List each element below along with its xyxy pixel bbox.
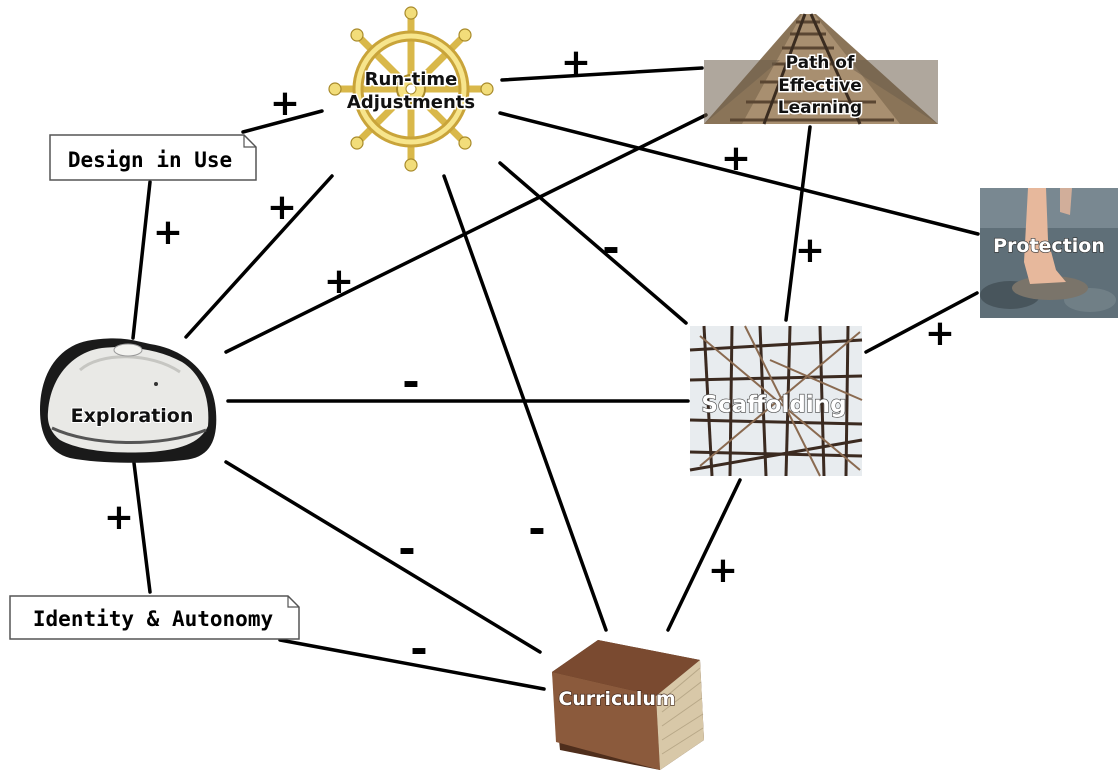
edge-path-scaffolding [784,125,812,322]
foot-on-stone-icon [980,188,1118,318]
sign-runtime-exploration: + [267,187,297,228]
edge-runtime-path [500,66,704,82]
edge-runtime-curriculum [442,174,608,632]
curriculum-label: Curriculum [558,688,675,710]
exploration-label: Exploration [71,405,194,427]
identity-autonomy-note[interactable]: Identity & Autonomy [9,595,300,640]
path-label-line1: Path of [786,53,855,73]
sign-path-exploration: + [324,261,354,302]
edge-exploration-curriculum [224,460,542,654]
scaffolding-label: Scaffolding [701,392,846,418]
runtime-label-line1: Run-time [365,69,458,90]
sign-designinuse-exploration: + [153,212,183,253]
path-of-effective-learning-node[interactable]: Path of Effective Learning [704,13,938,125]
sign-protection-scaffolding: + [925,313,955,354]
runtime-label-line2: Adjustments [347,92,475,113]
sign-exploration-scaffolding: - [402,357,419,406]
sign-runtime-protection: + [721,138,751,179]
runtime-adjustments-node[interactable]: Run-time Adjustments [328,6,494,172]
relation-lines [131,66,980,691]
relation-signs: + + + + + + - + + - - - + + - [104,42,955,673]
sign-identity-curriculum: - [410,624,427,673]
scaffolding-icon [689,325,863,477]
pith-helmet-icon [40,338,217,463]
ship-wheel-icon [328,6,494,172]
sign-designinuse-runtime: + [270,83,300,124]
protection-node[interactable]: Protection [980,188,1118,318]
sign-exploration-identity: + [104,497,134,538]
path-label-line3: Learning [778,98,862,118]
scaffolding-node[interactable]: Scaffolding [689,325,863,477]
identity-autonomy-label: Identity & Autonomy [33,607,274,631]
edge-designinuse-runtime [241,109,324,134]
railway-track-icon [704,13,938,125]
edge-runtime-scaffolding [498,161,688,325]
edge-runtime-protection [498,111,980,236]
edge-scaffolding-curriculum [666,478,742,632]
book-icon [552,640,704,770]
sign-runtime-path: + [561,42,591,83]
edge-runtime-exploration [184,174,334,339]
design-in-use-note[interactable]: Design in Use [49,134,257,181]
sign-exploration-curriculum: - [398,524,415,573]
sign-runtime-scaffolding: - [602,223,619,272]
sign-path-scaffolding: + [795,230,825,271]
edge-designinuse-exploration [131,180,152,340]
sign-scaffolding-curriculum: + [708,550,738,591]
edge-identity-curriculum [278,638,546,691]
sign-runtime-curriculum: - [528,504,545,553]
design-in-use-label: Design in Use [68,148,232,172]
curriculum-node[interactable]: Curriculum [552,640,704,770]
edge-protection-scaffolding [864,291,979,354]
protection-label: Protection [993,235,1105,257]
exploration-node[interactable]: Exploration [40,338,217,463]
path-label-line2: Effective [778,76,862,96]
edge-exploration-identity [132,461,152,594]
